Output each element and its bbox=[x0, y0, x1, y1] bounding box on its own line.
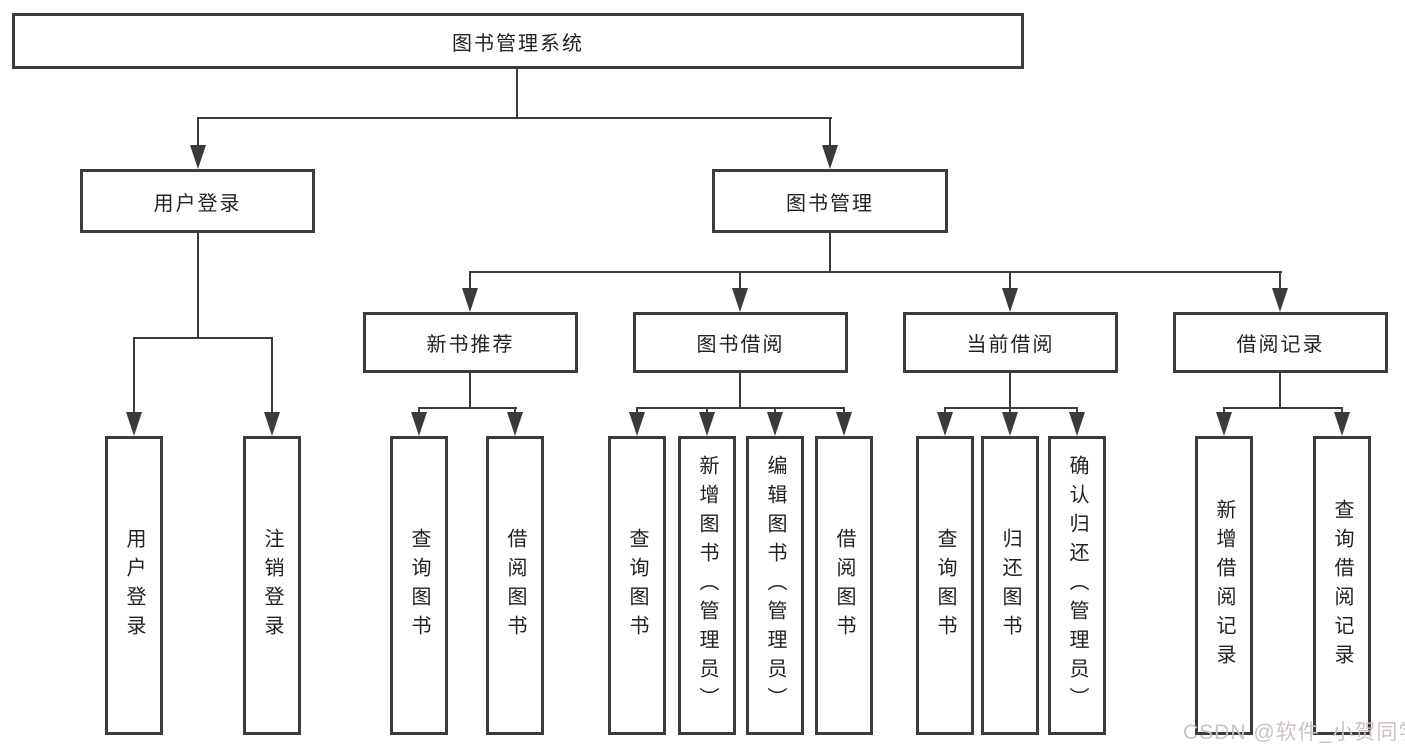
connector-line bbox=[843, 407, 845, 416]
arrowhead-down-icon bbox=[264, 412, 280, 436]
connector-line bbox=[1341, 407, 1343, 416]
arrowhead-down-icon bbox=[699, 412, 715, 436]
connector-line bbox=[636, 407, 845, 409]
node-current-borrow-label: 当前借阅 bbox=[966, 334, 1055, 356]
leaf-query-borrow-record-label: 查询借阅记录 bbox=[1331, 498, 1353, 673]
arrowhead-down-icon bbox=[1272, 288, 1288, 312]
arrowhead-down-icon bbox=[937, 412, 953, 436]
arrowhead-down-icon bbox=[411, 412, 427, 436]
connector-line bbox=[829, 233, 831, 271]
arrowhead-down-icon bbox=[1002, 412, 1018, 436]
leaf-add-borrow-record-label: 新增借阅记录 bbox=[1213, 498, 1235, 673]
node-book-management-label: 图书管理 bbox=[786, 192, 874, 215]
leaf-edit-books-admin-label: 编辑图书（管理员） bbox=[764, 455, 786, 716]
arrowhead-down-icon bbox=[629, 412, 645, 436]
leaf-confirm-return-admin: 确认归还（管理员） bbox=[1048, 436, 1106, 735]
arrowhead-down-icon bbox=[767, 412, 783, 436]
connector-line bbox=[774, 407, 776, 416]
arrowhead-down-icon bbox=[462, 288, 478, 312]
leaf-logout: 注销登录 bbox=[243, 436, 301, 735]
node-root: 图书管理系统 bbox=[12, 13, 1024, 69]
arrowhead-down-icon bbox=[1069, 412, 1085, 436]
leaf-current-query-books: 查询图书 bbox=[916, 436, 974, 735]
node-borrow-records: 借阅记录 bbox=[1173, 312, 1388, 373]
connector-line bbox=[739, 373, 741, 408]
connector-line bbox=[1009, 271, 1011, 292]
connector-line bbox=[739, 271, 741, 292]
connector-line bbox=[418, 407, 420, 416]
leaf-return-books-label: 归还图书 bbox=[999, 527, 1021, 644]
connector-line bbox=[469, 271, 1282, 273]
connector-line bbox=[636, 407, 638, 416]
leaf-recommend-query-books-label: 查询图书 bbox=[408, 527, 430, 644]
leaf-add-books-admin-label: 新增图书（管理员） bbox=[696, 455, 718, 716]
arrowhead-down-icon bbox=[1334, 412, 1350, 436]
arrowhead-down-icon bbox=[126, 412, 142, 436]
connector-line bbox=[1279, 373, 1281, 408]
node-current-borrow: 当前借阅 bbox=[903, 312, 1118, 373]
leaf-borrow-books: 借阅图书 bbox=[815, 436, 873, 735]
leaf-add-borrow-record: 新增借阅记录 bbox=[1195, 436, 1253, 735]
leaf-user-login: 用户登录 bbox=[105, 436, 163, 735]
connector-line bbox=[1009, 373, 1011, 408]
connector-line bbox=[133, 337, 135, 416]
leaf-edit-books-admin: 编辑图书（管理员） bbox=[746, 436, 804, 735]
connector-line bbox=[1076, 407, 1078, 416]
arrowhead-down-icon bbox=[836, 412, 852, 436]
connector-line bbox=[514, 407, 516, 416]
csdn-watermark: CSDN @软件_小贺同学 bbox=[1183, 721, 1405, 744]
connector-line bbox=[469, 373, 471, 408]
leaf-confirm-return-admin-label: 确认归还（管理员） bbox=[1066, 455, 1088, 716]
connector-line bbox=[271, 337, 273, 416]
node-new-book-recommend-label: 新书推荐 bbox=[426, 334, 515, 356]
arrowhead-down-icon bbox=[822, 145, 838, 169]
node-book-management: 图书管理 bbox=[712, 169, 948, 233]
connector-line bbox=[418, 407, 517, 409]
arrowhead-down-icon bbox=[1216, 412, 1232, 436]
leaf-query-borrow-record: 查询借阅记录 bbox=[1313, 436, 1371, 735]
arrowhead-down-icon bbox=[190, 145, 206, 169]
leaf-borrow-query-books: 查询图书 bbox=[608, 436, 666, 735]
connector-line bbox=[829, 117, 831, 149]
node-book-borrow-label: 图书借阅 bbox=[696, 334, 785, 356]
arrowhead-down-icon bbox=[507, 412, 523, 436]
connector-line bbox=[197, 117, 199, 149]
node-borrow-records-label: 借阅记录 bbox=[1236, 334, 1325, 356]
connector-line bbox=[1223, 407, 1343, 409]
arrowhead-down-icon bbox=[732, 288, 748, 312]
connector-line bbox=[197, 117, 832, 119]
leaf-recommend-borrow-books: 借阅图书 bbox=[486, 436, 544, 735]
connector-line bbox=[944, 407, 946, 416]
node-book-borrow: 图书借阅 bbox=[633, 312, 848, 373]
connector-line bbox=[516, 69, 518, 117]
connector-line bbox=[1279, 271, 1281, 292]
connector-line bbox=[944, 407, 1078, 409]
connector-line bbox=[197, 233, 199, 337]
leaf-current-query-books-label: 查询图书 bbox=[934, 527, 956, 644]
leaf-user-login-label: 用户登录 bbox=[123, 527, 145, 644]
connector-line bbox=[1223, 407, 1225, 416]
node-user-login-label: 用户登录 bbox=[153, 192, 242, 215]
node-root-label: 图书管理系统 bbox=[452, 32, 584, 55]
leaf-borrow-query-books-label: 查询图书 bbox=[626, 527, 648, 644]
connector-line bbox=[706, 407, 708, 416]
leaf-borrow-books-label: 借阅图书 bbox=[833, 527, 855, 644]
leaf-recommend-borrow-books-label: 借阅图书 bbox=[504, 527, 526, 644]
arrowhead-down-icon bbox=[1002, 288, 1018, 312]
leaf-return-books: 归还图书 bbox=[981, 436, 1039, 735]
connector-line bbox=[1009, 407, 1011, 416]
connector-line bbox=[469, 271, 471, 292]
node-user-login: 用户登录 bbox=[80, 169, 315, 233]
leaf-logout-label: 注销登录 bbox=[261, 527, 283, 644]
node-new-book-recommend: 新书推荐 bbox=[363, 312, 578, 373]
leaf-add-books-admin: 新增图书（管理员） bbox=[678, 436, 736, 735]
connector-line bbox=[133, 337, 273, 339]
leaf-recommend-query-books: 查询图书 bbox=[390, 436, 448, 735]
